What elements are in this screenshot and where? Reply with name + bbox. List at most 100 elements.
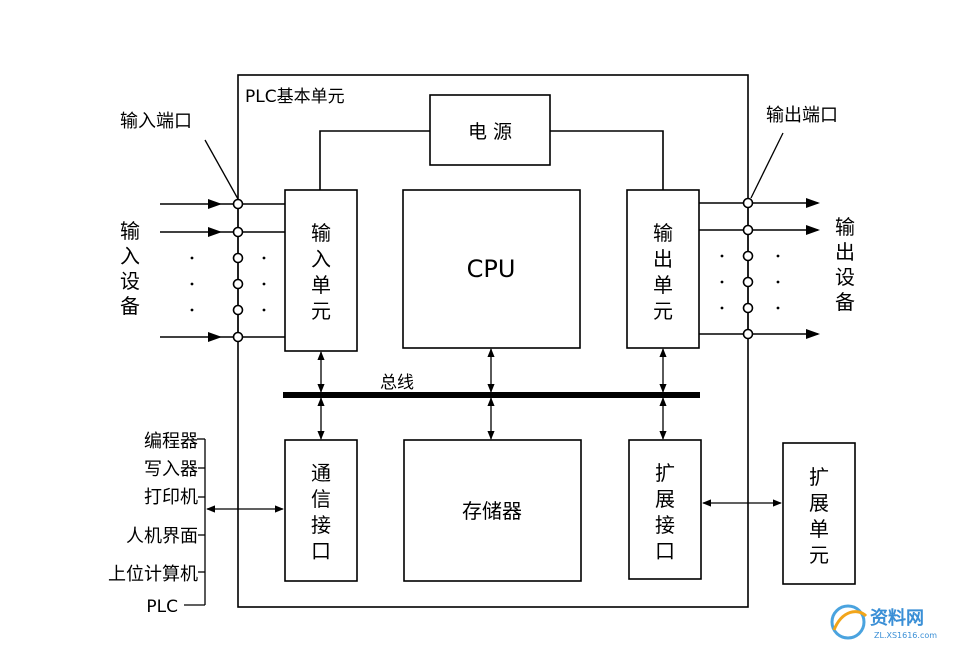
output-terminal — [742, 328, 754, 340]
memory-box — [403, 439, 582, 582]
peripheral-item: 上位计算机 — [108, 564, 198, 585]
power-supply-box — [429, 94, 551, 166]
watermark-site-name: 资料网 — [870, 607, 924, 629]
ellipsis-dot — [776, 254, 780, 258]
expansion-interface-char: 扩 — [655, 461, 675, 485]
output-device-char: 出 — [835, 240, 855, 264]
output-device-char: 备 — [835, 290, 855, 314]
peripheral-bracket — [184, 438, 206, 606]
ellipsis-dot — [720, 306, 724, 310]
input-terminal — [232, 278, 244, 290]
output-device-char: 设 — [835, 265, 855, 289]
expansion-interface-char: 接 — [655, 513, 675, 537]
ellipsis-dot — [720, 254, 724, 258]
plc-unit-label: PLC基本单元 — [245, 87, 345, 107]
watermark-logo: 资料网 ZL.XS1616.com — [830, 604, 937, 640]
expansion-interface-label: 扩 展 接 口 — [655, 461, 675, 563]
output-terminal — [742, 276, 754, 288]
input-terminal — [232, 304, 244, 316]
ellipsis-dot — [262, 256, 266, 260]
output-unit-box — [626, 189, 700, 349]
watermark-url: ZL.XS1616.com — [874, 631, 937, 640]
output-unit-char: 元 — [653, 299, 673, 323]
input-unit-label: 输 入 单 元 — [311, 221, 331, 323]
input-device-char: 输 — [120, 219, 140, 243]
input-arrowhead — [208, 332, 222, 342]
comm-interface-char: 信 — [311, 487, 331, 511]
output-arrowhead — [806, 225, 820, 235]
ellipsis-dot — [776, 280, 780, 284]
output-device-label: 输 出 设 备 — [835, 215, 855, 314]
input-unit-box — [284, 189, 358, 352]
expansion-interface-box — [628, 439, 702, 580]
output-device-char: 输 — [835, 215, 855, 239]
output-terminal — [742, 250, 754, 262]
peripheral-item: 写入器 — [144, 459, 198, 480]
comm-interface-label: 通 信 接 口 — [311, 461, 331, 563]
output-arrowhead — [806, 198, 820, 208]
output-terminal — [742, 302, 754, 314]
ellipsis-dot — [720, 280, 724, 284]
peripheral-list: 编程器 写入器 打印机 人机界面 上位计算机 PLC — [108, 431, 198, 617]
ellipsis-dot — [776, 306, 780, 310]
input-lines — [160, 198, 285, 343]
input-device-char: 入 — [120, 244, 140, 268]
comm-interface-box — [284, 439, 358, 582]
ellipsis-dot — [262, 308, 266, 312]
ellipsis-dot — [262, 282, 266, 286]
input-terminal — [232, 226, 244, 238]
peripheral-item: 编程器 — [144, 431, 198, 452]
output-port-leader — [750, 132, 784, 199]
output-lines — [699, 197, 820, 340]
input-device-char: 设 — [120, 269, 140, 293]
memory-label: 存储器 — [462, 499, 522, 523]
input-port-leader — [204, 139, 239, 200]
output-unit-label: 输 出 单 元 — [653, 221, 673, 323]
peripheral-item: PLC — [146, 597, 178, 617]
input-port-label: 输入端口 — [120, 111, 192, 132]
output-terminal — [742, 197, 754, 209]
output-unit-char: 单 — [653, 273, 673, 297]
input-unit-char: 单 — [311, 273, 331, 297]
power-to-input-line — [319, 130, 430, 190]
watermark-logo-icon — [830, 604, 866, 640]
ellipsis-dot — [190, 308, 194, 312]
input-unit-char: 输 — [311, 221, 331, 245]
input-unit-char: 入 — [311, 247, 331, 271]
power-supply-label: 电 源 — [468, 121, 512, 143]
expansion-unit-box — [782, 442, 856, 585]
expansion-unit-char: 元 — [809, 543, 829, 567]
expansion-interface-char: 展 — [655, 487, 675, 511]
comm-interface-char: 接 — [311, 513, 331, 537]
input-terminal — [232, 198, 244, 210]
output-port-label: 输出端口 — [766, 105, 838, 126]
expansion-interface-char: 口 — [655, 539, 675, 563]
input-arrowhead — [208, 199, 222, 209]
ellipsis-dot — [190, 282, 194, 286]
output-unit-char: 出 — [653, 247, 673, 271]
input-arrowhead — [208, 227, 222, 237]
expansion-unit-char: 扩 — [809, 465, 829, 489]
bus-connectors — [317, 348, 667, 440]
output-arrowhead — [806, 329, 820, 339]
comm-interface-char: 口 — [311, 539, 331, 563]
output-unit-char: 输 — [653, 221, 673, 245]
watermark-logo-icon-swoosh — [832, 610, 868, 631]
power-to-output-line — [550, 130, 664, 190]
output-terminal — [742, 224, 754, 236]
input-device-label: 输 入 设 备 — [120, 219, 140, 318]
comm-interface-char: 通 — [311, 461, 331, 485]
peripheral-item: 人机界面 — [126, 526, 198, 547]
cpu-box — [402, 189, 581, 349]
peripheral-item: 打印机 — [144, 487, 198, 508]
expansion-unit-char: 展 — [809, 491, 829, 515]
input-terminal — [232, 252, 244, 264]
expansion-unit-char: 单 — [809, 517, 829, 541]
input-terminal — [232, 331, 244, 343]
bus-label: 总线 — [380, 373, 414, 393]
ellipsis-dot — [190, 256, 194, 260]
cpu-label: CPU — [467, 255, 516, 283]
input-device-char: 备 — [120, 294, 140, 318]
input-unit-char: 元 — [311, 299, 331, 323]
